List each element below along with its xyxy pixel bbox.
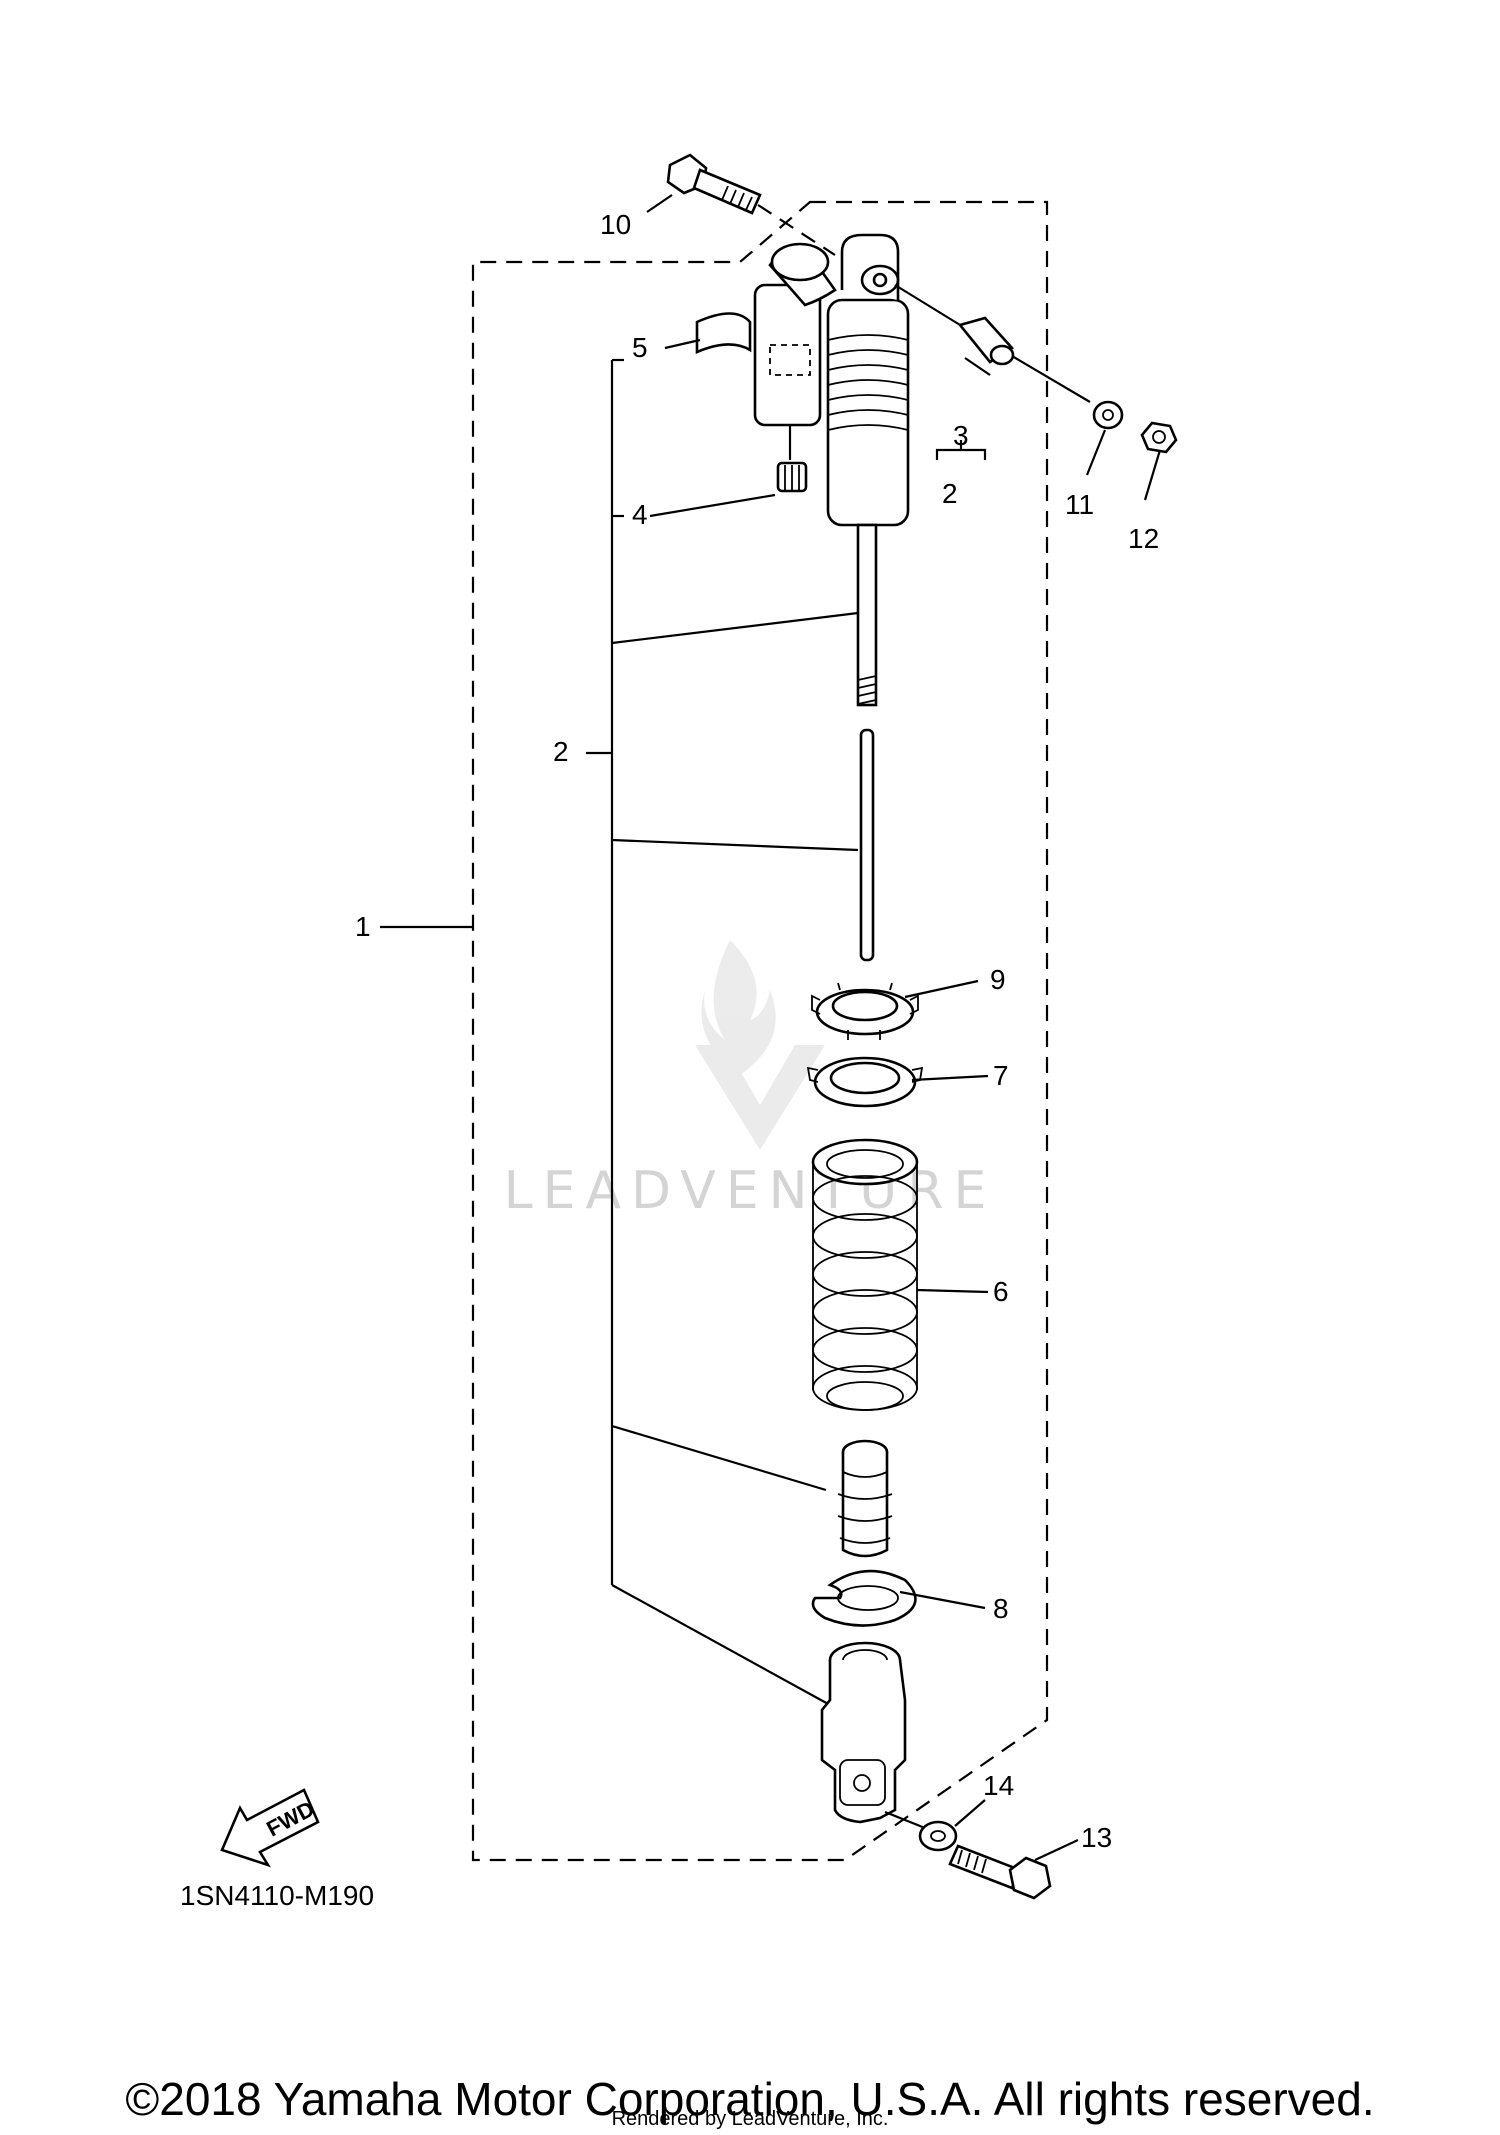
label-sticker-5 bbox=[695, 312, 752, 354]
washer-14 bbox=[884, 1810, 958, 1852]
valve-cap-4 bbox=[776, 461, 808, 493]
callout-11: 11 bbox=[1065, 489, 1094, 520]
shock-body-ribs bbox=[827, 334, 909, 431]
leader-lines bbox=[646, 194, 1162, 1861]
spring-retainer-8 bbox=[811, 1569, 917, 1627]
callout-2-sub: 2 bbox=[942, 478, 958, 509]
callout-13: 13 bbox=[1081, 1822, 1112, 1853]
callout-12: 12 bbox=[1128, 523, 1159, 554]
shock-body bbox=[826, 233, 910, 707]
damper-rod bbox=[859, 728, 875, 962]
callout-5: 5 bbox=[632, 332, 648, 363]
callout-10: 10 bbox=[600, 209, 631, 240]
callout-2: 2 bbox=[553, 736, 569, 767]
callout-4: 4 bbox=[632, 499, 648, 530]
collar-3 bbox=[894, 284, 1091, 403]
bolt-13 bbox=[948, 1844, 1052, 1900]
assembly-boundary bbox=[471, 200, 1049, 1862]
item-2-bracket bbox=[380, 358, 859, 1706]
locknut-9 bbox=[811, 982, 919, 1040]
reservoir bbox=[753, 242, 837, 460]
fwd-arrow-icon: FWD bbox=[220, 1788, 320, 1868]
lower-clevis bbox=[820, 1641, 907, 1824]
copyright-notice: ©2018 Yamaha Motor Corporation, U.S.A. A… bbox=[125, 2073, 1375, 2125]
callout-7: 7 bbox=[993, 1060, 1009, 1091]
callout-6: 6 bbox=[993, 1276, 1009, 1307]
nut-12 bbox=[1140, 421, 1178, 454]
callout-8: 8 bbox=[993, 1593, 1009, 1624]
watermark-text: LEADVENTURE bbox=[504, 1161, 997, 1221]
callout-3: 3 bbox=[953, 420, 969, 451]
watermark-logo bbox=[695, 940, 825, 1150]
washer-11 bbox=[1092, 400, 1124, 430]
coil-spring-6 bbox=[811, 1138, 919, 1411]
spring-adjuster-7 bbox=[806, 1056, 924, 1108]
rendered-by-credit: Rendered by LeadVenture, Inc. bbox=[611, 2108, 889, 2130]
drawing-code: 1SN4110-M190 bbox=[180, 1880, 374, 1911]
callout-9: 9 bbox=[990, 964, 1006, 995]
callout-14: 14 bbox=[983, 1770, 1014, 1801]
bump-stop bbox=[837, 1439, 893, 1558]
callout-1: 1 bbox=[355, 911, 371, 942]
bolt-10 bbox=[666, 153, 836, 256]
